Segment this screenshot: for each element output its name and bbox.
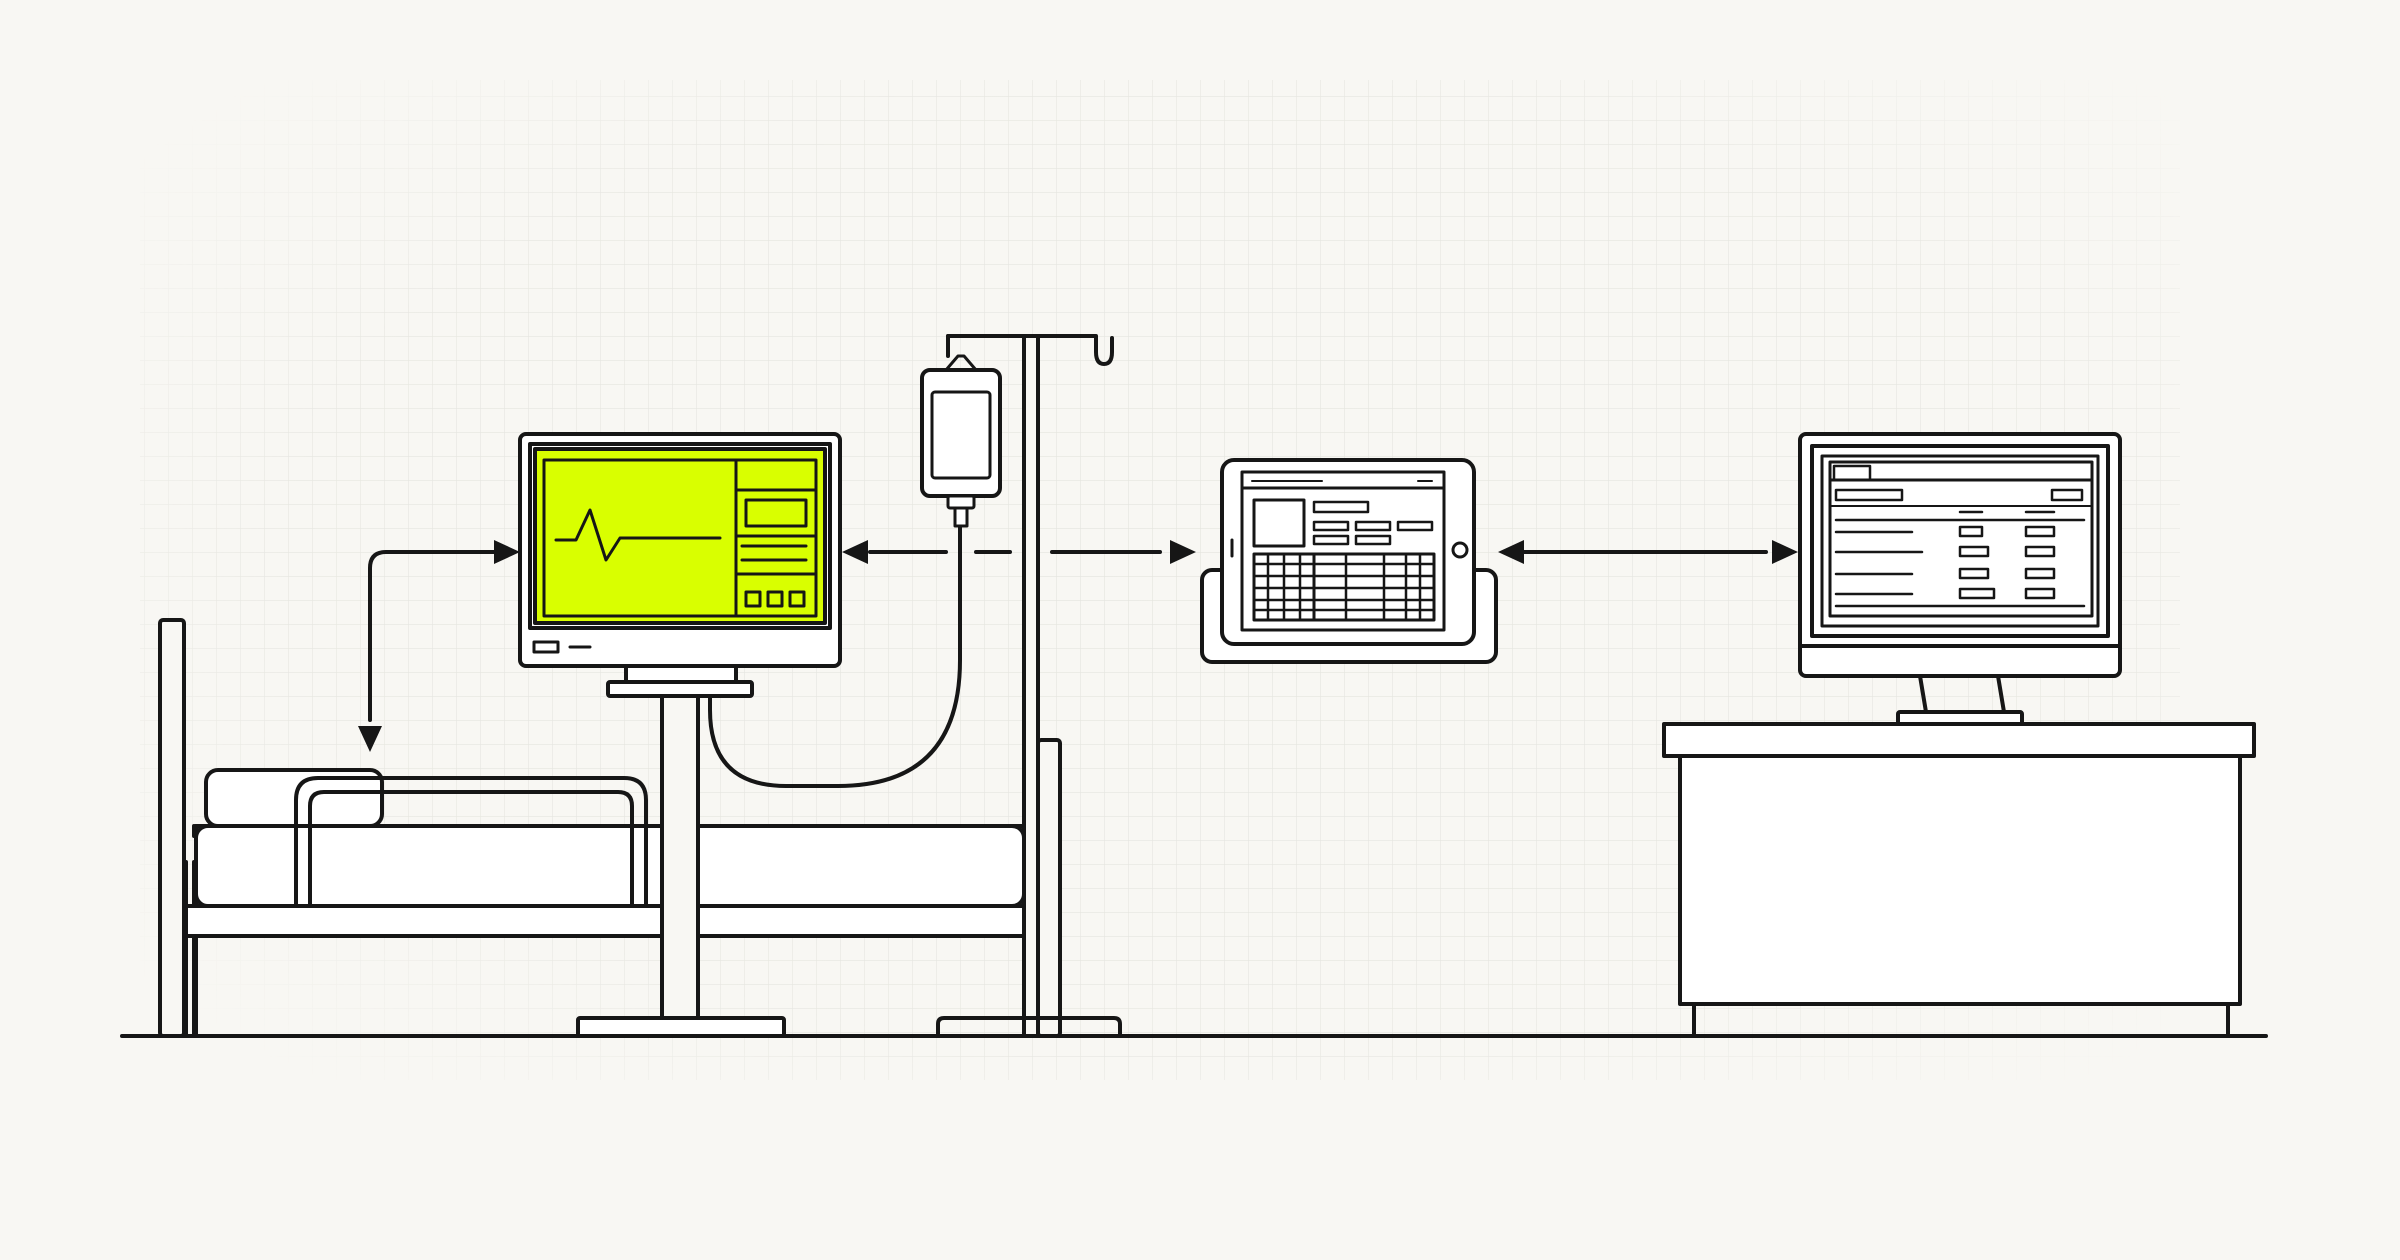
iv-tube-line bbox=[708, 518, 962, 788]
desk-icon bbox=[1662, 722, 2256, 1038]
arrowhead-icon bbox=[1170, 540, 1196, 564]
arrowhead-icon bbox=[842, 540, 868, 564]
arrowhead-icon bbox=[358, 726, 382, 752]
arrowhead-icon bbox=[494, 540, 520, 564]
arrowhead-icon bbox=[1772, 540, 1798, 564]
vital-signs-monitor-icon bbox=[518, 432, 842, 668]
ecg-waveform-icon bbox=[554, 508, 722, 562]
connection-bed-monitor bbox=[368, 550, 498, 722]
arrowhead-icon bbox=[1498, 540, 1524, 564]
tablet-in-dock-icon bbox=[1200, 458, 1498, 664]
desktop-monitor-icon bbox=[1798, 432, 2122, 726]
monitor-stand-icon bbox=[576, 664, 786, 1038]
hospital-bed-icon bbox=[158, 618, 1062, 1038]
iv-drip-stand-icon bbox=[920, 334, 1122, 1038]
